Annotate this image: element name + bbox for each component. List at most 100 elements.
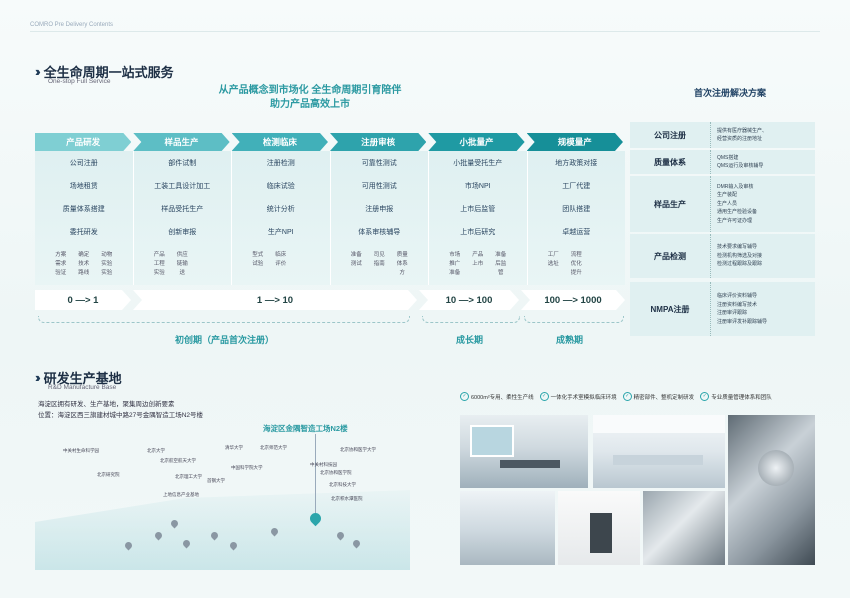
section2-heading: ›› 研发生产基地: [35, 368, 122, 387]
photo-operating-room: [460, 415, 588, 488]
mini-tag: [589, 251, 609, 259]
mini-tags: 型式临床 试验评价: [248, 251, 314, 268]
map-label: 北京协和医学院: [320, 470, 352, 475]
solution-label: NMPA注册: [650, 304, 690, 314]
mini-tag: [294, 260, 314, 268]
phase-startup: 初创期（产品首次注册）: [175, 335, 275, 345]
solution-item: 经营资质的注册地址: [717, 136, 763, 142]
stage-arrow-row: 产品研发 样品生产 检测临床 注册审核 小批量产 规模量产: [35, 133, 625, 151]
section1-heading: ›› 全生命周期一站式服务: [35, 62, 174, 81]
mini-tag: 技术: [78, 261, 90, 267]
mini-tag: 链输: [176, 261, 188, 267]
stage-4: 注册审核: [330, 133, 426, 151]
location-map: 海淀区金隅智造工场N2楼 中关村生命科学园 北京大学 北京航空航天大学 北京理工…: [35, 420, 410, 570]
mini-tag: 路线: [78, 270, 90, 276]
brace-startup: [38, 316, 410, 323]
mini-tag: 市场: [449, 252, 461, 258]
check-circle-icon: ✓: [700, 392, 710, 401]
service-item: 团队搭建: [562, 206, 591, 213]
photo-precision-parts: [728, 415, 815, 565]
map-label: 清华大学: [225, 445, 243, 450]
solution-box-sample: 样品生产 DMR输入及审核 生产装配 生产人员 通用生产检验设备 生产许可证办理: [630, 176, 815, 232]
check-circle-icon: ✓: [539, 392, 549, 401]
solution-item: DMR输入及审核: [717, 183, 754, 190]
solution-box-company: 公司注册 提供有医疗器械生产、 经营资质的注册地址: [630, 122, 815, 148]
mini-tag: 测试: [350, 261, 362, 267]
map-label: 北京协和医学大学: [340, 447, 376, 452]
mini-tag: 提升: [570, 270, 582, 276]
service-item: 样品受托生产: [161, 206, 204, 213]
solution-item: QMS运行及审核辅导: [717, 163, 764, 169]
solution-label: 公司注册: [654, 130, 686, 140]
solution-item: 生产许可证办理: [717, 217, 753, 224]
mini-tags: 方案确定动物 需求技术实验 验证路线实验: [51, 251, 117, 277]
check-circle-icon: ✓: [460, 392, 469, 401]
solution-item: QMS搭建: [717, 154, 739, 161]
service-item: 工装工具设计加工: [154, 183, 211, 190]
mini-tag: 方: [399, 270, 405, 276]
mini-tag: [195, 269, 215, 277]
mini-tag: 实验: [153, 270, 165, 276]
service-item: 委托研发: [69, 229, 98, 236]
brace-growth: [422, 316, 520, 323]
solution-items: DMR输入及审核 生产装配 生产人员 通用生产检验设备 生产许可证办理: [710, 176, 815, 232]
mini-tag: [589, 260, 609, 268]
double-chevron-icon: ››: [35, 370, 40, 385]
mini-tag: [468, 269, 488, 277]
phase-growth: 成长期: [456, 335, 484, 345]
mini-tag: 试验: [252, 261, 264, 267]
stage-column-5: 小批量受托生产 市场NPI 上市后监管 上市后研究 市场产品准备 推广上市后监 …: [429, 151, 528, 285]
feature-text: 精密部件、整机定制研发: [633, 394, 695, 401]
mini-tag: [589, 269, 609, 277]
solution-item: 检测机构筛选及对接: [717, 252, 763, 259]
map-label: 中关村科技园: [310, 462, 337, 467]
mini-tag: 流程: [570, 252, 582, 258]
service-item: 临床试验: [266, 183, 295, 190]
mini-tag: 方案: [55, 252, 67, 258]
map-terrain: [35, 490, 410, 570]
slogan: 从产品概念到市场化 全生命周期引育陪伴 助力产品高效上市: [180, 84, 440, 112]
mini-tag: 后监: [495, 261, 507, 267]
section2-subtitle: R&D Manufacture Base: [48, 384, 117, 391]
mini-tag: [195, 260, 215, 268]
mini-tag: [294, 251, 314, 259]
mini-tags: 准备司见质量 测试指南体系 方: [346, 251, 412, 277]
base-description: 海淀区拥有研发、生产基地，聚集周边创新要素: [38, 401, 175, 408]
service-item: 部件试制: [168, 160, 197, 167]
stage-3: 检测临床: [232, 133, 328, 151]
mini-tag: [195, 251, 215, 259]
solution-item: 技术要求编写辅导: [717, 244, 758, 251]
feature-item: ✓精密部件、整机定制研发: [622, 392, 695, 401]
photo-monitor: [470, 425, 514, 457]
service-item: 卓越运营: [562, 229, 591, 236]
right-panel-title: 首次注册解决方案: [693, 88, 766, 98]
photo-ceiling: [593, 415, 725, 433]
mini-tag: 动物: [101, 252, 113, 258]
service-item: 可靠性测试: [361, 160, 397, 167]
solution-box-nmpa: NMPA注册 临床评价资料辅导 注册资料编写技术 注册审评跟踪 注册审评发补跟踪…: [630, 282, 815, 336]
solution-label: 产品检测: [654, 251, 686, 261]
map-leader-line: [315, 434, 316, 514]
mini-tag: 质量: [396, 252, 408, 258]
feature-text: 一体化手术室模拟临床环境: [550, 394, 617, 401]
header-divider: [30, 31, 820, 32]
range-1-10: 1 —> 10: [133, 290, 417, 310]
service-item: 上市后研究: [460, 229, 496, 236]
mini-tag: 准备: [495, 252, 507, 258]
service-item: 场地租赁: [69, 183, 98, 190]
mini-tag: 指南: [373, 261, 385, 267]
solution-item: 生产人员: [717, 200, 738, 207]
service-grid: 公司注册 场地租赁 质量体系搭建 委托研发 方案确定动物 需求技术实验 验证路线…: [35, 151, 625, 285]
service-item: 统计分析: [266, 206, 295, 213]
photo-lab: [460, 491, 555, 565]
service-item: 体系审核辅导: [358, 229, 401, 236]
solution-item: 临床评价资料辅导: [717, 293, 758, 299]
section1-subtitle: One-stop Full Service: [48, 78, 111, 85]
service-item: 注册检测: [266, 160, 295, 167]
mini-tag: 供应: [176, 252, 188, 258]
mini-tag: 产品: [472, 252, 484, 258]
mini-tag: 型式: [252, 252, 264, 258]
mini-tag: 送: [179, 270, 185, 276]
mini-tag: 实验: [101, 270, 113, 276]
